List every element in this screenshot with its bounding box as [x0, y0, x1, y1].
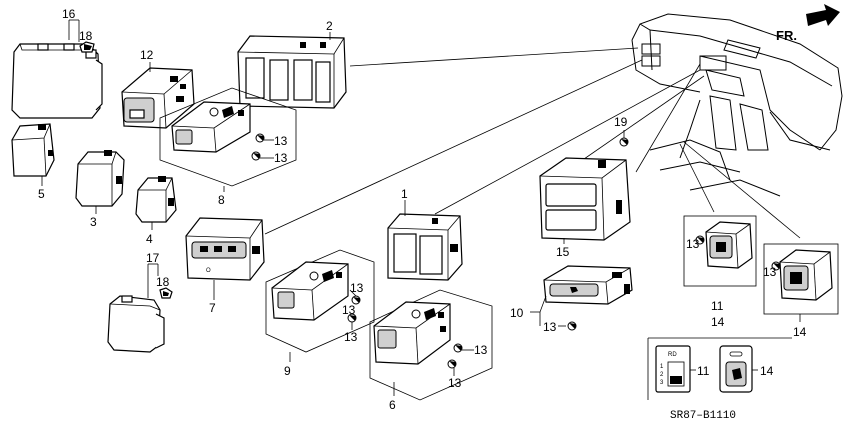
svg-text:3: 3 [660, 380, 664, 386]
part-18-clip-lower [159, 287, 173, 299]
callout-13-part14: 13 [763, 265, 777, 279]
callout-4: 4 [146, 232, 153, 246]
screw-13-part10 [567, 321, 577, 331]
inset-panel [647, 337, 792, 400]
callout-14-inset: 14 [760, 364, 774, 378]
part-5-switch [11, 123, 55, 177]
part-1-bezel [387, 213, 463, 281]
part-14-switch [779, 249, 833, 301]
callout-6: 6 [389, 398, 396, 412]
part-10-switch [543, 265, 633, 305]
dashboard-outline [631, 13, 843, 197]
part-11-switch [705, 221, 753, 269]
screw-13-group8b [251, 151, 261, 161]
front-direction-arrow: FR. [776, 4, 840, 43]
part-18-clip-top [79, 41, 95, 53]
part-9-group-box [265, 249, 375, 353]
callout-17: 17 [146, 251, 160, 265]
part-17-cover [107, 295, 165, 353]
callout-13-part10: 13 [543, 320, 557, 334]
part-8-group-box [159, 87, 297, 187]
part-11-box [683, 215, 757, 287]
callout-13-part11: 13 [686, 237, 700, 251]
diagram-code: SR87–B1110 [670, 410, 736, 422]
inset-switch-text: RD [668, 352, 677, 358]
part-19-screw [619, 137, 629, 147]
callout-14-under-11: 14 [711, 315, 725, 329]
svg-text:1: 1 [660, 364, 664, 370]
part-8-switch [171, 101, 251, 153]
part-15-pocket [539, 157, 631, 241]
callout-8: 8 [218, 193, 225, 207]
callout-3: 3 [90, 215, 97, 229]
part-4-switch [135, 176, 177, 223]
inset-switch-11: RD 1 2 3 [655, 345, 691, 393]
svg-text:2: 2 [660, 372, 664, 378]
callout-13-group6b: 13 [448, 376, 462, 390]
callout-11-inset: 11 [697, 364, 710, 378]
callout-16: 16 [62, 7, 76, 21]
screw-13-group6a [453, 343, 463, 353]
callout-13-group9a: 13 [350, 281, 364, 295]
callout-13-group8a: 13 [274, 134, 288, 148]
part-7-switch-panel: O [185, 217, 265, 281]
callout-13-group6a: 13 [474, 343, 488, 357]
callout-9: 9 [284, 364, 291, 378]
callout-18-lower: 18 [156, 275, 170, 289]
part-9-switch [271, 261, 349, 321]
callout-13-group8b: 13 [274, 151, 288, 165]
callout-13-group9c: 13 [344, 330, 358, 344]
callout-18-top: 18 [79, 29, 93, 43]
callout-19: 19 [614, 115, 628, 129]
callout-11: 11 [711, 299, 724, 313]
screw-13-part11 [695, 235, 705, 245]
part-16-cover [11, 43, 103, 119]
direction-label: FR. [776, 28, 797, 43]
callout-1: 1 [401, 187, 408, 201]
part-6-switch [373, 301, 451, 365]
screw-13-part14 [771, 261, 781, 271]
callout-14: 14 [793, 325, 807, 339]
callout-13-group9b: 13 [342, 303, 356, 317]
inset-switch-14 [719, 345, 753, 393]
part-3-switch [75, 150, 125, 207]
callout-12: 12 [140, 48, 154, 62]
part-14-box [763, 243, 839, 315]
callout-2: 2 [326, 19, 333, 33]
callout-10: 10 [510, 306, 524, 320]
svg-text:O: O [206, 268, 211, 274]
callout-7: 7 [209, 301, 216, 315]
screw-13-group6b [447, 359, 457, 369]
part-2-bezel [237, 35, 347, 109]
callout-5: 5 [38, 187, 45, 201]
part-6-group-box [369, 289, 493, 401]
screw-13-group8a [255, 133, 265, 143]
callout-15: 15 [556, 245, 570, 259]
